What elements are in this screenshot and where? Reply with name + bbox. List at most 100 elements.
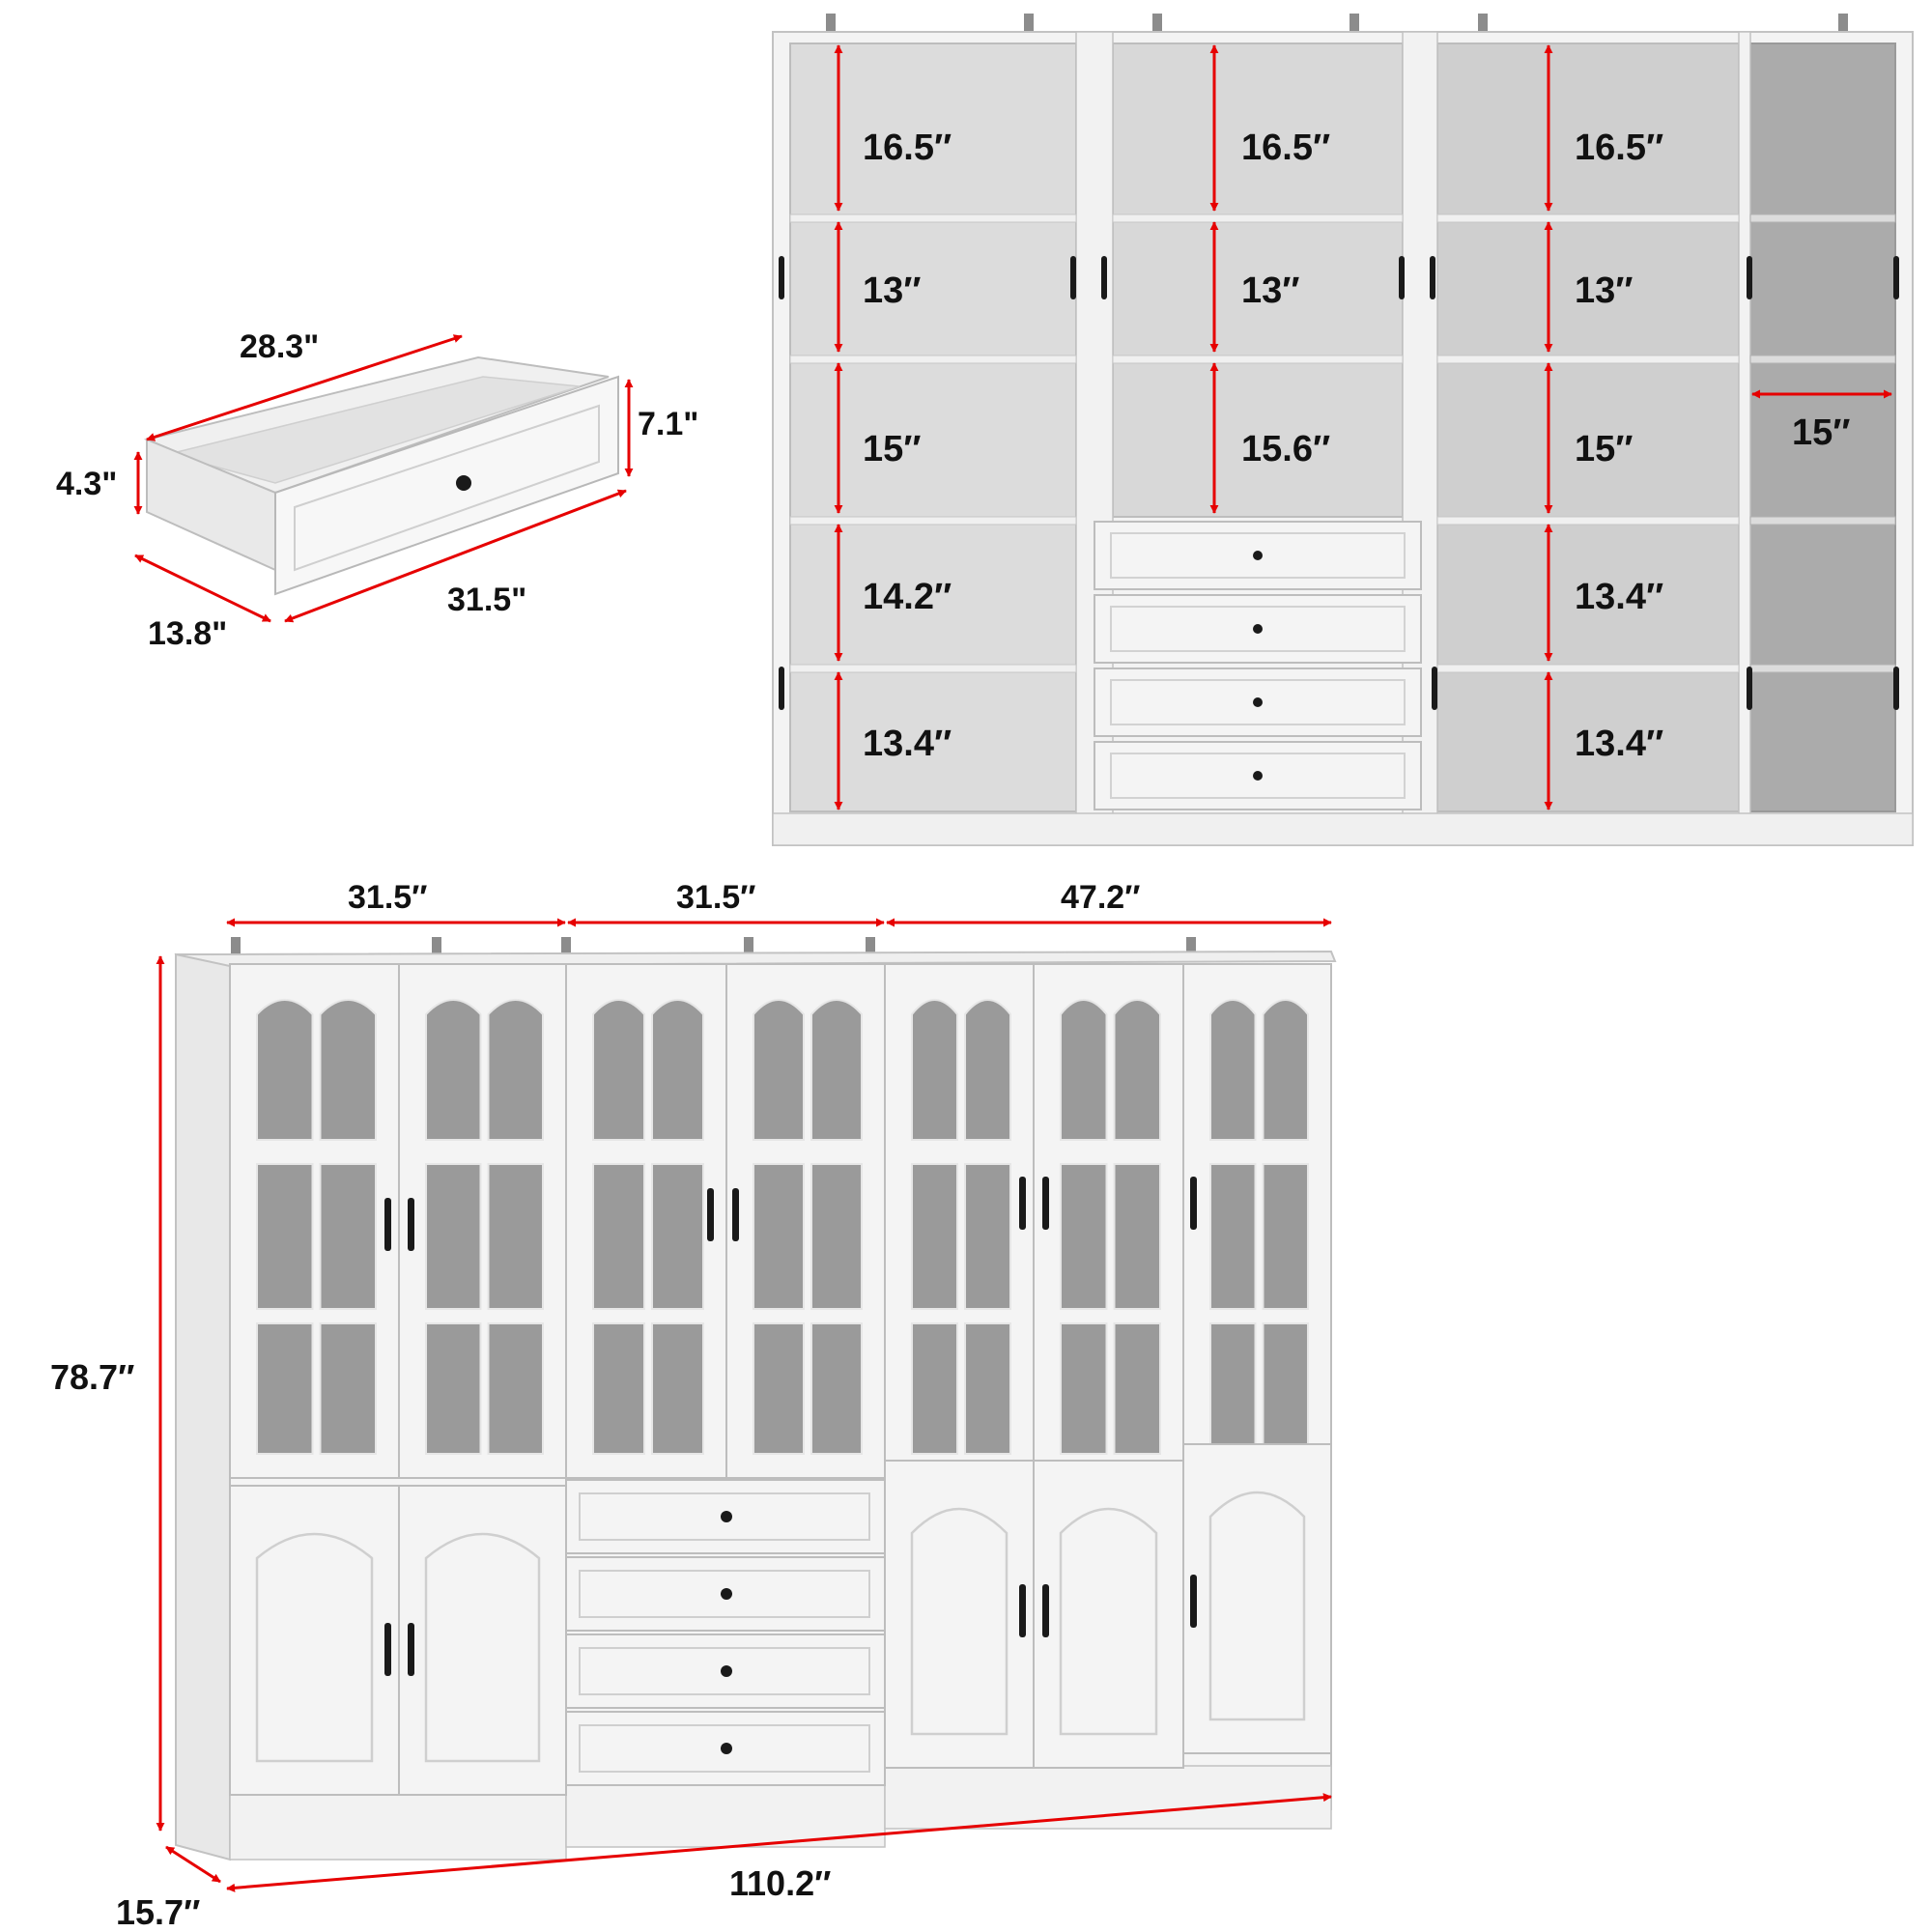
drawer-knob-icon — [721, 1665, 732, 1677]
glass-pane — [425, 999, 482, 1141]
shelf — [789, 516, 1077, 526]
drawer-knob-icon — [721, 1743, 732, 1754]
glass-pane — [753, 999, 805, 1141]
door-handle-icon — [1042, 1584, 1049, 1637]
shelf — [1749, 213, 1896, 223]
glass-pane — [964, 1322, 1011, 1455]
door-handle-icon — [1893, 667, 1899, 710]
bracket-icon — [866, 937, 875, 956]
shelf — [1749, 664, 1896, 673]
bracket-icon — [1478, 14, 1488, 33]
panel-inset — [1059, 1507, 1158, 1736]
glass-pane — [425, 1322, 482, 1455]
drawer-knob-icon — [1253, 551, 1263, 560]
drawer-knob-icon — [456, 475, 471, 491]
front-view: 31.5″ 31.5″ 47.2″ 78.7″ 110.2″ 15.7″ — [50, 879, 1337, 1932]
panel-door — [1182, 1443, 1332, 1754]
interior-divider — [1738, 31, 1751, 846]
bracket-icon — [1350, 14, 1359, 33]
shelf — [1112, 355, 1404, 364]
interior-drawer-inset — [1110, 679, 1406, 725]
shelf — [1749, 516, 1896, 526]
panel-door — [884, 1460, 1035, 1769]
interior-door-handles — [779, 256, 1899, 710]
glass-pane — [1209, 1163, 1257, 1310]
cabinet-plinth — [229, 1794, 567, 1861]
shelf — [1436, 664, 1740, 673]
panel-inset — [910, 1507, 1009, 1736]
left-shelf-label: 16.5″ — [863, 128, 952, 168]
interior-right-unit — [1436, 43, 1740, 812]
interior-drawer-inset — [1110, 753, 1406, 799]
left-shelf-label: 15″ — [863, 429, 921, 469]
glass-pane — [256, 1163, 314, 1310]
glass-door — [1182, 963, 1332, 1479]
glass-pane — [1262, 999, 1309, 1141]
lower-panel-doors — [229, 1443, 1332, 1796]
front-drawers — [565, 1479, 886, 1786]
bracket-icon — [1186, 937, 1196, 956]
interior-drawer-inset — [1110, 606, 1406, 652]
glass-pane — [1060, 1322, 1108, 1455]
glass-pane — [256, 1322, 314, 1455]
front-drawer-inset — [579, 1647, 870, 1695]
left-shelf-label: 13.4″ — [863, 724, 952, 764]
glass-pane — [651, 1163, 704, 1310]
door-handle-icon — [1019, 1584, 1026, 1637]
door-handle-icon — [732, 1188, 739, 1241]
glass-pane — [319, 999, 377, 1141]
door-handle-icon — [384, 1198, 391, 1251]
shelf — [1112, 213, 1404, 223]
middle-shelf-label: 13″ — [1241, 270, 1299, 311]
glass-pane — [592, 1163, 645, 1310]
shelf — [789, 213, 1077, 223]
glass-pane — [592, 1322, 645, 1455]
glass-pane — [810, 1322, 863, 1455]
drawer-depth-label: 13.8" — [148, 615, 227, 652]
interior-middle-unit — [1112, 43, 1404, 518]
depth-arrow — [165, 1845, 221, 1884]
glass-pane — [1060, 1163, 1108, 1310]
drawer-width-label: 28.3" — [240, 328, 319, 365]
glass-pane — [1209, 999, 1257, 1141]
door-handle-icon — [1747, 256, 1752, 299]
glass-pane — [487, 999, 544, 1141]
front-drawer-inset — [579, 1724, 870, 1773]
glass-pane — [1262, 1163, 1309, 1310]
glass-pane — [319, 1163, 377, 1310]
interior-drawers — [1094, 521, 1422, 810]
shelf — [789, 355, 1077, 364]
drawer-knob-icon — [1253, 771, 1263, 781]
door-handle-icon — [1042, 1177, 1049, 1230]
bracket-icon — [1838, 14, 1848, 33]
total-width-label: 110.2″ — [729, 1863, 831, 1903]
glass-pane — [1113, 999, 1161, 1141]
front-drawer — [565, 1556, 886, 1632]
cabinet-plinth — [884, 1765, 1332, 1830]
glass-pane — [425, 1163, 482, 1310]
door-handle-icon — [1893, 256, 1899, 299]
glass-pane — [487, 1163, 544, 1310]
left-shelf-label: 13″ — [863, 270, 921, 311]
left-shelf-label: 14.2″ — [863, 577, 952, 617]
bracket-icon — [432, 937, 441, 956]
glass-pane — [911, 1322, 958, 1455]
drawer-knob-icon — [721, 1511, 732, 1522]
drawer-depth-arrow — [134, 554, 271, 623]
door-handle-icon — [779, 256, 784, 299]
bracket-icon — [231, 937, 241, 956]
shelf — [1436, 355, 1740, 364]
glass-pane — [1262, 1322, 1309, 1455]
middle-shelf-label: 16.5″ — [1241, 128, 1330, 168]
section-width-label: 47.2″ — [1061, 879, 1140, 916]
glass-pane — [319, 1322, 377, 1455]
interior-drawer-inset — [1110, 532, 1406, 579]
panel-inset — [1208, 1491, 1306, 1721]
right-shelf-label: 15″ — [1575, 429, 1633, 469]
interior-side-unit — [1749, 43, 1896, 812]
front-wall-anchor-brackets — [231, 937, 1196, 956]
shelf — [789, 664, 1077, 673]
door-handle-icon — [1747, 667, 1752, 710]
door-handle-icon — [1432, 667, 1437, 710]
right-shelf-label: 16.5″ — [1575, 128, 1663, 168]
